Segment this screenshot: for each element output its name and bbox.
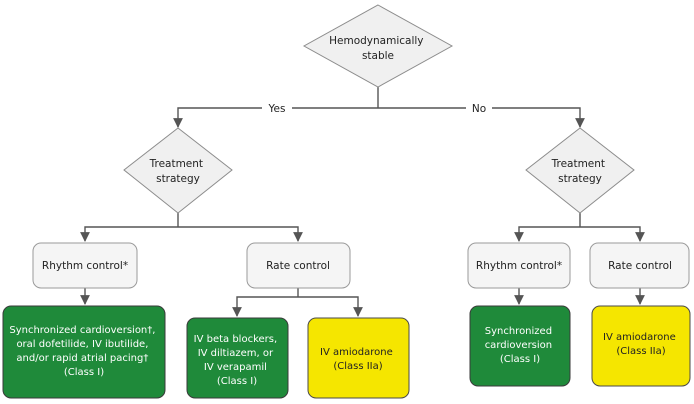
root-line-2: stable — [362, 50, 394, 62]
svg-text:IV beta blockers, IV dil: IV beta blockers, IV diltiazem, or IV ve… — [194, 334, 281, 387]
edge-left-rate — [178, 226, 303, 242]
edge-rate-beta — [232, 296, 298, 317]
svg-text:Rate control: Rate control — [608, 260, 672, 272]
svg-text:Synchronized cardioversion†,: Synchronized cardioversion†, oral dofeti… — [9, 325, 158, 378]
connectors — [80, 87, 645, 317]
svg-text:Rhythm control*: Rhythm control* — [42, 260, 128, 272]
edge-label-no: No — [472, 103, 486, 115]
svg-text:IV amiodarone (Class IIa: IV amiodarone (Class IIa) — [320, 347, 396, 372]
treatment-right-line-2: strategy — [558, 173, 602, 185]
box-synchronized-cardioversion-right: Synchronized cardioversion (Class I) — [469, 305, 571, 387]
box-iv-beta-blockers: IV beta blockers, IV diltiazem, or IV ve… — [186, 317, 289, 399]
svg-text:Treatment strategy: Treatment strategy — [551, 158, 609, 185]
treatment-left-line-1: Treatment — [149, 158, 203, 170]
svg-text:Rate control: Rate control — [266, 260, 330, 272]
treatment-right-line-1: Treatment — [551, 158, 605, 170]
decision-treatment-strategy-left: Treatment strategy — [123, 127, 233, 214]
box-rate-control-right: Rate control — [589, 242, 690, 289]
edge-left-rhythm — [80, 226, 178, 242]
box-rhythm-control-right: Rhythm control* — [467, 242, 571, 289]
root-line-1: Hemodynamically — [329, 35, 423, 47]
box-synchronized-cardioversion-left: Synchronized cardioversion†, oral dofeti… — [2, 305, 166, 399]
box-rate-control-left: Rate control — [246, 242, 351, 289]
edge-yes — [173, 107, 378, 128]
svg-text:Hemodynamically stable: Hemodynamically stable — [329, 35, 427, 62]
svg-text:Treatment strategy: Treatment strategy — [149, 158, 207, 185]
edge-rate-amio — [298, 296, 363, 317]
edge-right-rate — [580, 226, 645, 242]
decision-treatment-strategy-right: Treatment strategy — [525, 127, 635, 214]
box-iv-amiodarone-left: IV amiodarone (Class IIa) — [307, 317, 410, 399]
edge-label-yes: Yes — [268, 103, 286, 115]
edge-no — [378, 107, 585, 128]
svg-text:Synchronized cardioversi: Synchronized cardioversion (Class I) — [485, 326, 556, 365]
box-iv-amiodarone-right: IV amiodarone (Class IIa) — [591, 305, 691, 387]
svg-text:IV amiodarone (Class IIa: IV amiodarone (Class IIa) — [603, 332, 679, 357]
box-rhythm-control-left: Rhythm control* — [32, 242, 138, 289]
decision-hemodynamically-stable: Hemodynamically stable — [302, 4, 454, 88]
treatment-left-line-2: strategy — [156, 173, 200, 185]
edge-right-rhythm — [514, 226, 580, 242]
svg-text:Rhythm control*: Rhythm control* — [476, 260, 562, 272]
